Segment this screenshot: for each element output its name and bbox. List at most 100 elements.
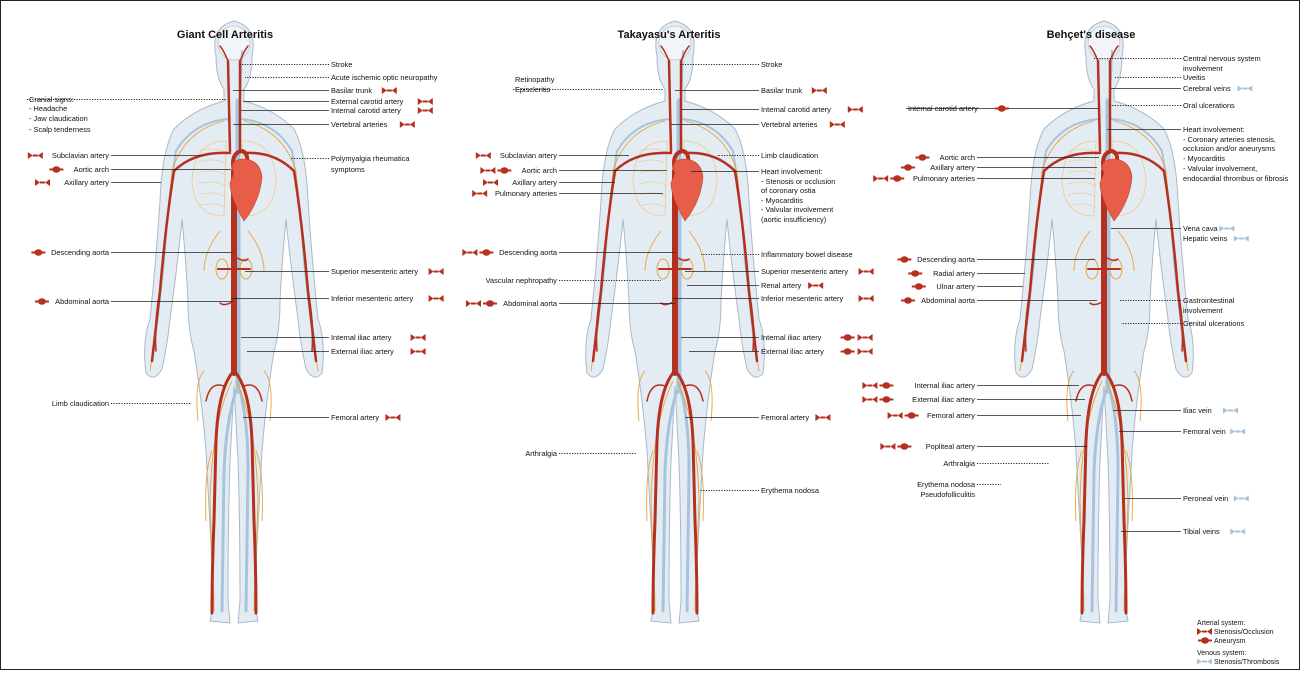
annotation-label: Vena cava <box>1183 224 1218 233</box>
annotation-label: - Scalp tenderness <box>29 125 91 134</box>
stenosis-cone <box>883 175 888 182</box>
stenosis-stem <box>416 337 421 339</box>
annotation-label: Iliac vein <box>1183 406 1212 415</box>
stenosis-marker <box>28 152 43 159</box>
stenosis-stem <box>33 155 38 157</box>
aneurysm-bulge <box>844 334 852 340</box>
stenosis-marker <box>862 382 877 389</box>
human-body-3 <box>1015 21 1194 623</box>
vein-marker <box>1237 86 1252 92</box>
vein-marker <box>1223 408 1238 414</box>
stenosis-stem <box>488 182 493 184</box>
aneurysm-bulge <box>900 256 908 262</box>
legend-vein-marker <box>1197 659 1212 665</box>
annotation-label: Polymyalgia rheumatica <box>331 154 410 163</box>
panel-title: Behçet's disease <box>1047 29 1136 41</box>
vein-marker <box>1219 226 1234 232</box>
stenosis-cone <box>1197 628 1202 635</box>
annotation-label: Gastrointestinal <box>1183 296 1235 305</box>
aneurysm-bulge <box>486 300 494 306</box>
annotation-label: Abdominal aorta <box>921 296 976 305</box>
stenosis-marker <box>880 443 895 450</box>
annotation-label: External carotid artery <box>331 97 404 106</box>
stenosis-cone <box>873 175 878 182</box>
aneurysm-marker <box>841 348 855 354</box>
annotation-label: Inferior mesenteric artery <box>331 294 413 303</box>
stenosis-marker <box>815 414 830 421</box>
stenosis-cone <box>862 382 867 389</box>
human-body-1 <box>145 21 324 623</box>
legend: Arterial system: Stenosis/Occlusion Aneu… <box>1197 620 1280 666</box>
stenosis-marker <box>888 412 903 419</box>
annotation-label: (aortic insufficiency) <box>761 215 826 224</box>
annotation-label: Internal iliac artery <box>761 333 822 342</box>
vein-stem <box>1239 498 1244 500</box>
stenosis-marker <box>429 295 444 302</box>
annotation-label: Superior mesenteric artery <box>761 267 848 276</box>
annotation-label: Stroke <box>761 60 782 69</box>
stenosis-marker <box>466 300 481 307</box>
annotation-label: External iliac artery <box>912 395 975 404</box>
stenosis-cone <box>818 282 823 289</box>
legend-aneurysm-label: Aneurysm <box>1214 638 1246 645</box>
aneurysm-bulge <box>904 297 912 303</box>
stenosis-cone <box>888 412 893 419</box>
stenosis-symbol <box>1197 628 1212 635</box>
annotation-label: involvement <box>1183 306 1222 315</box>
stenosis-cone <box>428 107 433 114</box>
annotation-label: Inferior mesenteric artery <box>761 294 843 303</box>
annotation-label: Cranial signs: <box>29 95 74 104</box>
stenosis-marker <box>400 121 415 128</box>
stenosis-cone <box>411 348 416 355</box>
stenosis-stem <box>853 109 858 111</box>
vein-cone <box>1234 236 1239 242</box>
annotation-label: Vertebral arteries <box>331 120 388 129</box>
aneurysm-bulge <box>34 249 42 255</box>
stenosis-marker <box>859 268 874 275</box>
aneurysm-marker <box>879 382 893 388</box>
stenosis-stem <box>864 271 869 273</box>
annotation-label: Ulnar artery <box>936 282 975 291</box>
annotation-label: External iliac artery <box>331 347 394 356</box>
aneurysm-marker <box>901 297 915 303</box>
stenosis-cone <box>812 87 817 94</box>
legend-venous-title: Venous system: <box>1197 650 1246 657</box>
stenosis-cone <box>411 334 416 341</box>
stenosis-cone <box>410 121 415 128</box>
stenosis-cone <box>421 348 426 355</box>
vein-cone <box>1223 408 1228 414</box>
annotation-label: Stroke <box>331 60 352 69</box>
stenosis-cone <box>466 300 471 307</box>
stenosis-marker <box>848 106 863 113</box>
stenosis-marker <box>462 249 477 256</box>
annotation-label: Descending aorta <box>51 248 110 257</box>
annotation-label: Limb claudication <box>761 151 818 160</box>
vein-stem <box>1235 531 1240 533</box>
annotation-label: Basilar trunk <box>331 86 372 95</box>
vein-stem <box>1224 228 1229 230</box>
vein-stem <box>1235 431 1240 433</box>
stenosis-stem <box>485 170 490 172</box>
stenosis-marker <box>862 396 877 403</box>
annotation-label: Internal iliac artery <box>915 381 976 390</box>
vein-stem <box>1239 238 1244 240</box>
stenosis-cone <box>858 334 863 341</box>
annotation-label: Oral ulcerations <box>1183 101 1235 110</box>
aneurysm-bulge <box>844 348 852 354</box>
stenosis-marker <box>385 414 400 421</box>
panel-title: Takayasu's Arteritis <box>618 29 721 41</box>
stenosis-cone <box>825 414 830 421</box>
stenosis-cone <box>392 87 397 94</box>
legend-arterial-title: Arterial system: <box>1197 620 1245 627</box>
vein-stem <box>1242 88 1247 90</box>
stenosis-stem <box>820 417 825 419</box>
vein-cone <box>1247 86 1252 92</box>
stenosis-stem <box>878 178 883 180</box>
aneurysm-marker <box>897 443 911 449</box>
aneurysm-marker <box>905 412 919 418</box>
stenosis-marker <box>472 190 487 197</box>
stenosis-cone <box>869 295 874 302</box>
annotation-label: Axillary artery <box>512 178 557 187</box>
annotation-label: - Stenosis or occlusion <box>761 177 835 186</box>
